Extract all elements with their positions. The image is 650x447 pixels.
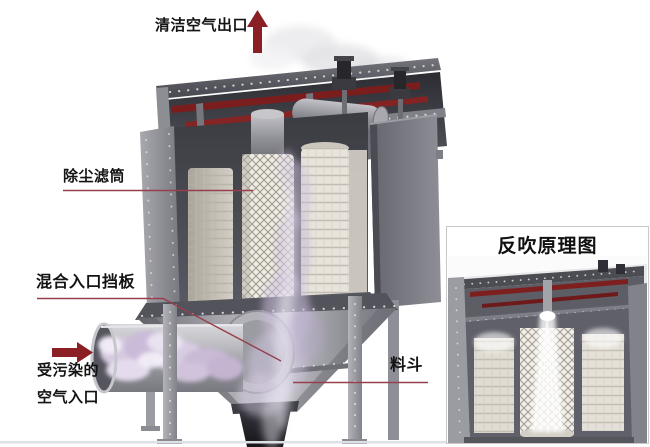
support-leg-rear: [388, 300, 399, 440]
venturi-tube: [251, 109, 284, 160]
inset-cartridge-left: [474, 332, 514, 433]
inset-backblow-spray: [531, 311, 564, 434]
label-clean-air-outlet: 清洁空气出口: [155, 17, 249, 34]
plenum-roof: [156, 58, 441, 99]
inset-cartridge-right: [582, 328, 624, 431]
filter-cartridge-right: [301, 142, 349, 316]
label-hopper: 料斗: [390, 357, 424, 374]
filter-cartridge-left: [188, 168, 233, 314]
red-beam: [172, 82, 420, 113]
backblow-inset-illustration: [448, 256, 647, 443]
label-polluted-air-line2: 空气入口: [37, 389, 100, 406]
housing-left-wall: [140, 126, 180, 314]
leader-lines: [37, 189, 428, 384]
right-arrow-icon: [52, 342, 93, 363]
access-door: [369, 114, 443, 308]
inset-title: 反吹原理图: [497, 236, 598, 257]
label-dust-filter-cartridge: 除尘滤筒: [63, 168, 126, 185]
dust-plume: [238, 150, 323, 447]
inset-blow-pipe: [543, 280, 552, 314]
label-polluted-air-line1: 受污染的: [37, 362, 100, 379]
ground-line: [0, 441, 446, 444]
leader-inlet-baffle: [37, 297, 282, 362]
up-arrow-icon: [247, 10, 268, 53]
backblow-inset-panel: 反吹原理图: [446, 226, 649, 444]
label-mixed-inlet-baffle: 混合入口挡板: [36, 274, 136, 291]
